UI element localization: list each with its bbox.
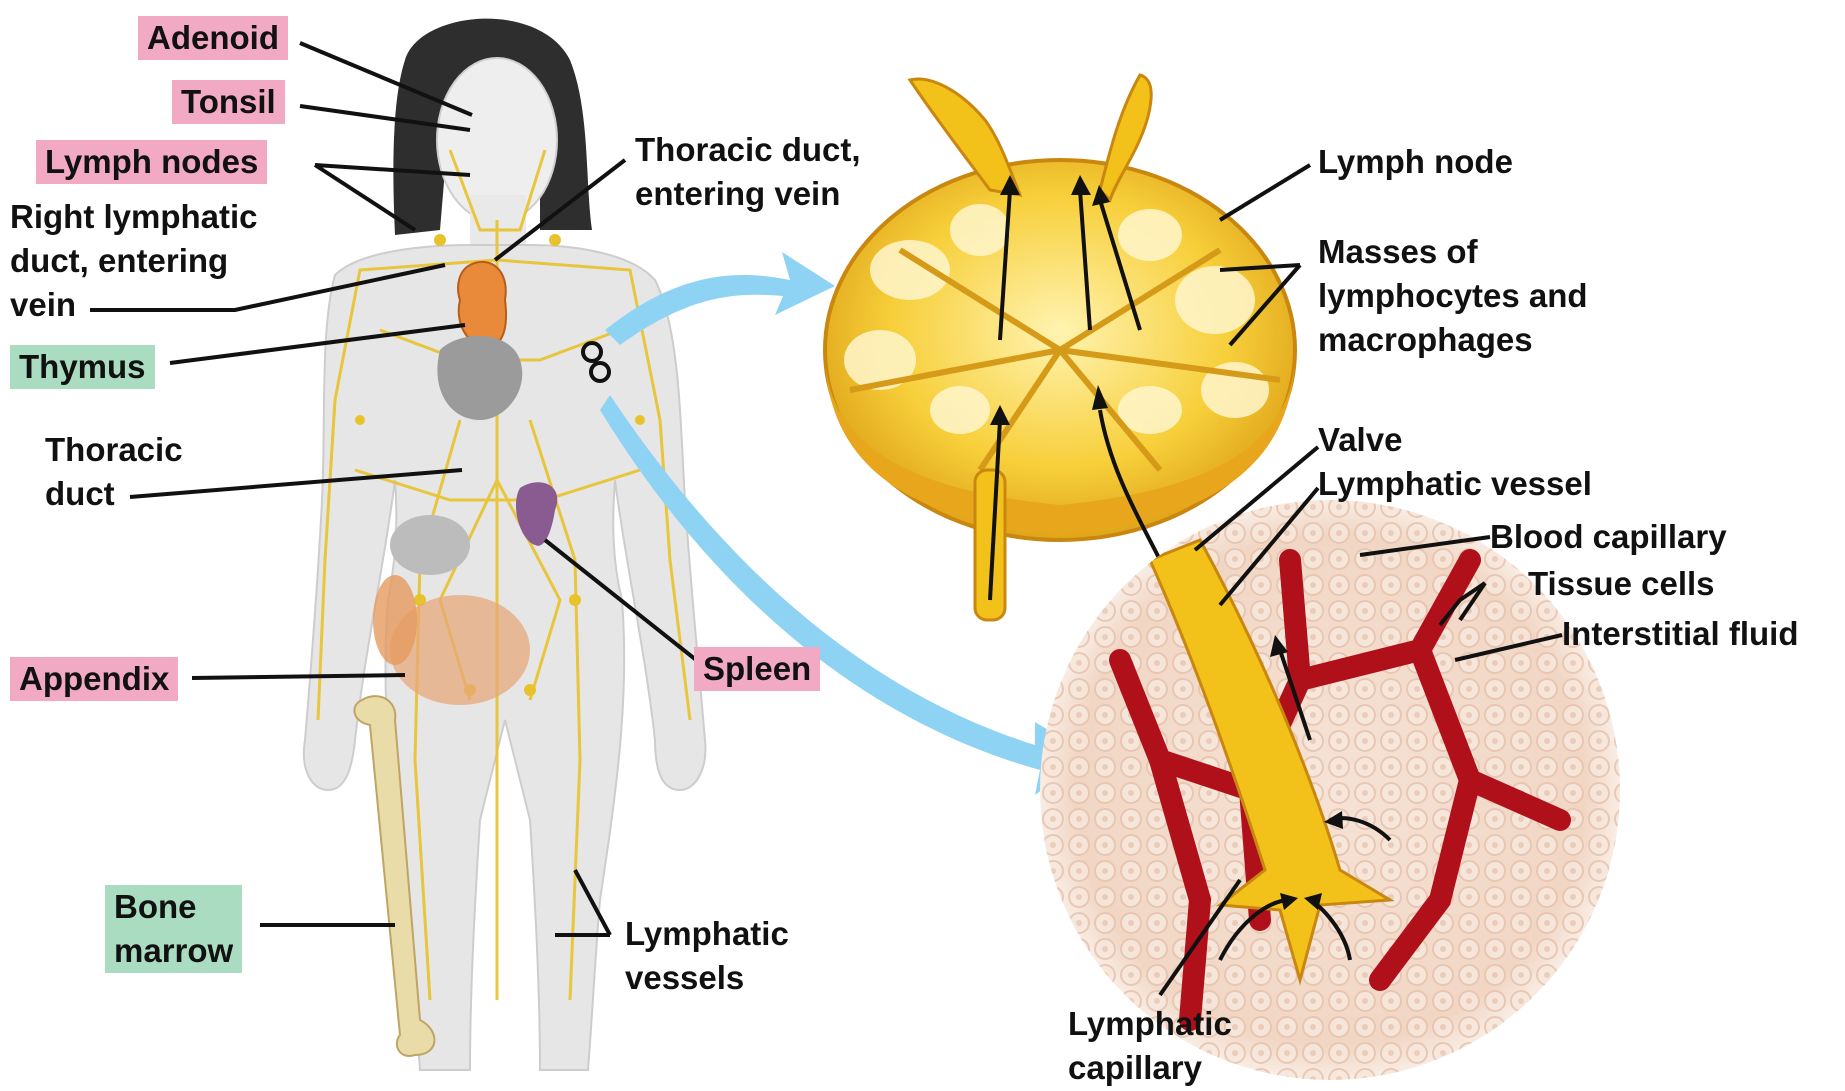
- label-interstitial-fluid: Interstitial fluid: [1562, 612, 1799, 656]
- label-lymphatic-capillary: Lymphatic capillary: [1068, 1002, 1232, 1090]
- label-adenoid: Adenoid: [138, 16, 288, 60]
- label-appendix: Appendix: [10, 657, 178, 701]
- label-tonsil: Tonsil: [172, 80, 285, 124]
- label-blood-capillary: Blood capillary: [1490, 515, 1727, 559]
- label-lymph-node: Lymph node: [1318, 140, 1513, 184]
- label-lymphatic-vessels: Lymphatic vessels: [625, 912, 789, 1000]
- label-bone-marrow: Bone marrow: [105, 885, 242, 973]
- label-thoracic-duct-entering-vein: Thoracic duct, entering vein: [635, 128, 861, 216]
- label-tissue-cells: Tissue cells: [1528, 562, 1715, 606]
- label-valve: Valve: [1318, 418, 1402, 462]
- label-masses-of-lymphocytes: Masses of lymphocytes and macrophages: [1318, 230, 1588, 362]
- label-spleen: Spleen: [694, 647, 820, 691]
- label-thoracic-duct: Thoracic duct: [45, 428, 183, 516]
- label-lymphatic-vessel: Lymphatic vessel: [1318, 462, 1592, 506]
- label-right-lymphatic-duct: Right lymphatic duct, entering vein: [10, 195, 258, 327]
- label-lymph-nodes: Lymph nodes: [36, 140, 267, 184]
- label-thymus: Thymus: [10, 345, 155, 389]
